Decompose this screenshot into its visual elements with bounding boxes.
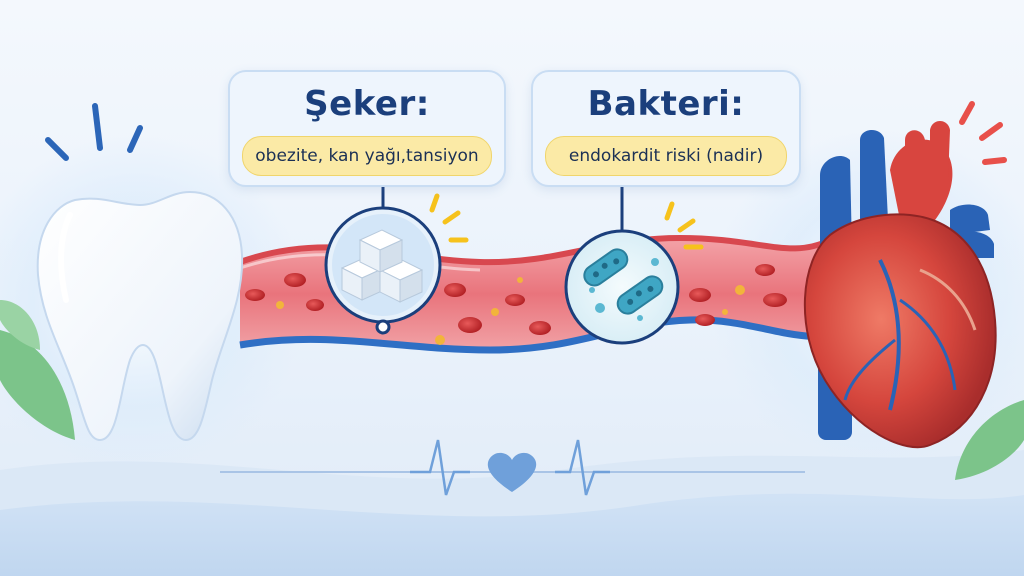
fat-particles bbox=[276, 277, 745, 345]
heart-icon bbox=[803, 121, 997, 449]
bacteria-callout: Bakteri: endokardit riski (nadir) bbox=[531, 70, 801, 187]
leaf-icon-right bbox=[955, 400, 1024, 480]
red-blood-cells bbox=[245, 264, 787, 335]
sugar-detail: obezite, kan yağı,tansiyon bbox=[242, 136, 492, 176]
heartbeat-line-icon bbox=[220, 439, 805, 496]
sugar-spark-icon bbox=[429, 193, 469, 243]
sugar-cubes-icon bbox=[324, 206, 442, 335]
bacteria-spark-icon bbox=[664, 201, 704, 250]
bacteria-title: Bakteri: bbox=[587, 84, 745, 124]
tooth-alert-icon bbox=[45, 103, 143, 161]
leaf-icon-left bbox=[0, 300, 75, 440]
bacteria-detail: endokardit riski (nadir) bbox=[545, 136, 787, 176]
sugar-callout: Şeker: obezite, kan yağı,tansiyon bbox=[228, 70, 506, 187]
heart-alert-icon bbox=[959, 101, 1007, 165]
bacteria-icon bbox=[564, 229, 680, 345]
background-waves bbox=[0, 450, 1024, 576]
tooth-icon bbox=[36, 190, 244, 442]
sugar-title: Şeker: bbox=[304, 84, 430, 124]
